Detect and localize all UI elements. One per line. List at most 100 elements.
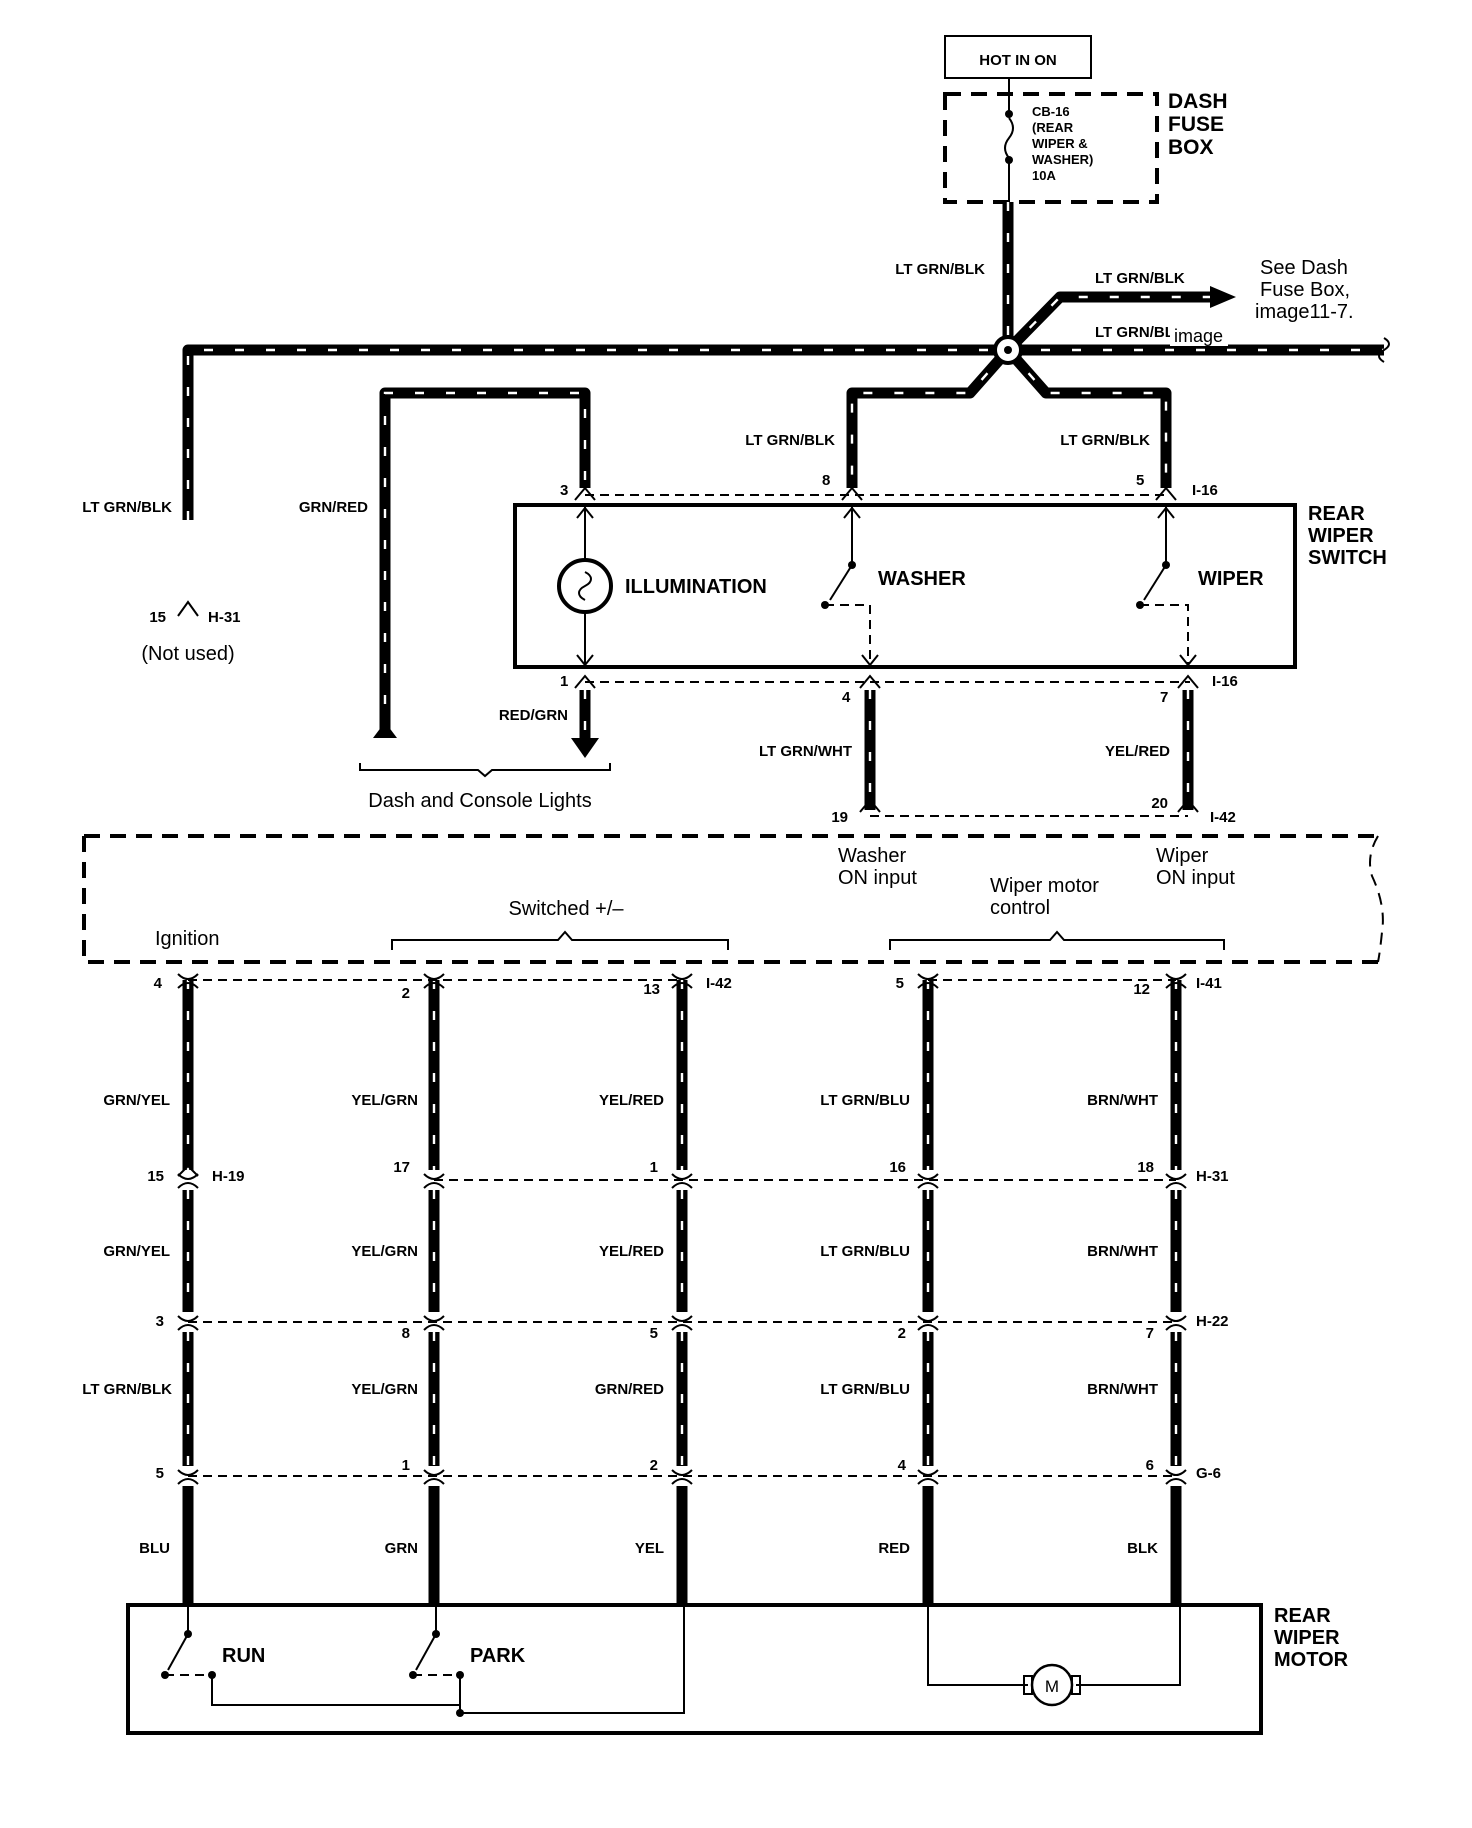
bus-overlay-label: image [1174, 326, 1223, 346]
pin-label: 17 [393, 1159, 410, 1176]
fuse-label: CB-16 (REAR WIPER & WASHER) 10A [1032, 104, 1097, 183]
connector-symbol [177, 1182, 199, 1189]
switch-top-terminals [574, 486, 1177, 501]
wire-label: LT GRN/BLU [820, 1092, 910, 1109]
harness-wires [177, 973, 1187, 1605]
wire-label: GRN/RED [595, 1381, 664, 1398]
wire-label: BRN/WHT [1087, 1092, 1158, 1109]
connector-symbol [671, 1315, 693, 1322]
switch-pin-4: 4 [842, 689, 851, 706]
dash-console-lights-label: Dash and Console Lights [368, 790, 591, 812]
connector-symbol [423, 982, 445, 989]
wire-label: BLK [1127, 1540, 1158, 1557]
connector-symbol [671, 1173, 693, 1180]
not-used-note: (Not used) [141, 643, 234, 665]
wire-label: YEL/GRN [351, 1381, 418, 1398]
connector-symbol [177, 1324, 199, 1331]
connector-symbol [1165, 1173, 1187, 1180]
wire-label: GRN [385, 1540, 418, 1557]
connector-symbol [917, 1173, 939, 1180]
switch-pin-1: 1 [560, 673, 568, 690]
wiper-switch-contact-icon [1136, 505, 1197, 667]
motor-symbol-icon [927, 1605, 1181, 1707]
connector-symbol [1165, 1182, 1187, 1189]
pin-label: 2 [650, 1457, 658, 1474]
washer-out-wire-label: LT GRN/WHT [759, 743, 852, 760]
pin-label: 6 [1146, 1457, 1154, 1474]
wire-label: BLU [139, 1540, 170, 1557]
connector-symbol [423, 1478, 445, 1485]
switch-pin-5: 5 [1136, 472, 1144, 489]
run-switch-icon [161, 1605, 460, 1706]
continuation-break-icon [1378, 337, 1390, 363]
module-bottom-pin-2: 2 [402, 985, 410, 1002]
module-connector-top: I-42 [1210, 809, 1236, 826]
hot-in-on-box [944, 35, 1092, 79]
connector-symbol [423, 1324, 445, 1331]
grn-red-wire-label: GRN/RED [299, 499, 368, 516]
pin-label: 7 [1146, 1325, 1154, 1342]
ignition-label: Ignition [155, 928, 220, 950]
top-wire-label: LT GRN/BLK [895, 261, 985, 278]
pin-label: 2 [898, 1325, 906, 1342]
lights-brace [359, 763, 611, 778]
washer-switch-contact-icon [821, 505, 879, 667]
wire-label: LT GRN/BLU [820, 1243, 910, 1260]
wire-label: LT GRN/BLK [82, 1381, 172, 1398]
connector-h19-label: H-19 [212, 1168, 245, 1185]
connector-symbol [917, 1315, 939, 1322]
dash-fuse-box-label: DASH FUSE BOX [1168, 90, 1233, 159]
wiper-input-label: Wiper ON input [1156, 845, 1235, 889]
connector-symbol [1165, 1478, 1187, 1485]
connector-symbol [917, 973, 939, 980]
connector-symbol [917, 1478, 939, 1485]
wire-label: GRN/YEL [103, 1243, 170, 1260]
pin-label: 5 [156, 1465, 164, 1482]
bus-wire-label: LT GRN/BLK [1095, 324, 1185, 341]
module-pin-19: 19 [831, 809, 848, 826]
rear-wiper-switch-label: REAR WIPER SWITCH [1308, 503, 1387, 569]
connector-symbol [917, 982, 939, 989]
control-module-box [82, 834, 1380, 964]
switch-pin-8: 8 [822, 472, 830, 489]
wire-label: YEL/RED [599, 1243, 664, 1260]
wire-label: YEL/GRN [351, 1243, 418, 1260]
switch-pin-3: 3 [560, 482, 568, 499]
arrow-right-icon [1210, 286, 1236, 308]
connector-symbol [671, 973, 693, 980]
connector-symbol [177, 982, 199, 989]
switched-label: Switched +/– [508, 898, 624, 920]
illumination-label: ILLUMINATION [625, 576, 767, 598]
connector-symbol [1165, 973, 1187, 980]
dash-fuse-box [943, 92, 1159, 204]
module-bottom-connector-right: I-41 [1196, 975, 1222, 992]
switched-brace [391, 930, 729, 950]
illumination-bulb-icon [557, 505, 613, 667]
wiper-out-wire-label: YEL/RED [1105, 743, 1170, 760]
connector-symbol [1165, 1324, 1187, 1331]
switch-outputs [373, 674, 1199, 813]
pin-label: 15 [147, 1168, 164, 1185]
connector-symbol [1165, 1469, 1187, 1476]
left-branch-connector: H-31 [208, 609, 241, 626]
module-bottom-pin-4: 4 [154, 975, 163, 992]
fuse-symbol [1004, 78, 1014, 202]
rear-wiper-motor-box [126, 1603, 1263, 1735]
connector-symbol [671, 1478, 693, 1485]
connector-symbol [423, 1182, 445, 1189]
connector-symbol [917, 1182, 939, 1189]
switch-pin-7: 7 [1160, 689, 1168, 706]
wiper-label: WIPER [1198, 568, 1264, 590]
switch-feed-left-label: LT GRN/BLK [745, 432, 835, 449]
motor-control-brace [889, 930, 1225, 950]
connector-h31-label: H-31 [1196, 1168, 1229, 1185]
wire-label: BRN/WHT [1087, 1243, 1158, 1260]
pin-label: 1 [650, 1159, 658, 1176]
switch-connector-top: I-16 [1192, 482, 1218, 499]
connector-symbol [177, 1164, 199, 1177]
connector-symbol [423, 1469, 445, 1476]
park-label: PARK [470, 1645, 526, 1667]
connector-symbol [423, 1173, 445, 1180]
see-dash-fuse-box-ref: See Dash Fuse Box, image11-7. [1255, 257, 1356, 323]
switch-feed-right-label: LT GRN/BLK [1060, 432, 1150, 449]
